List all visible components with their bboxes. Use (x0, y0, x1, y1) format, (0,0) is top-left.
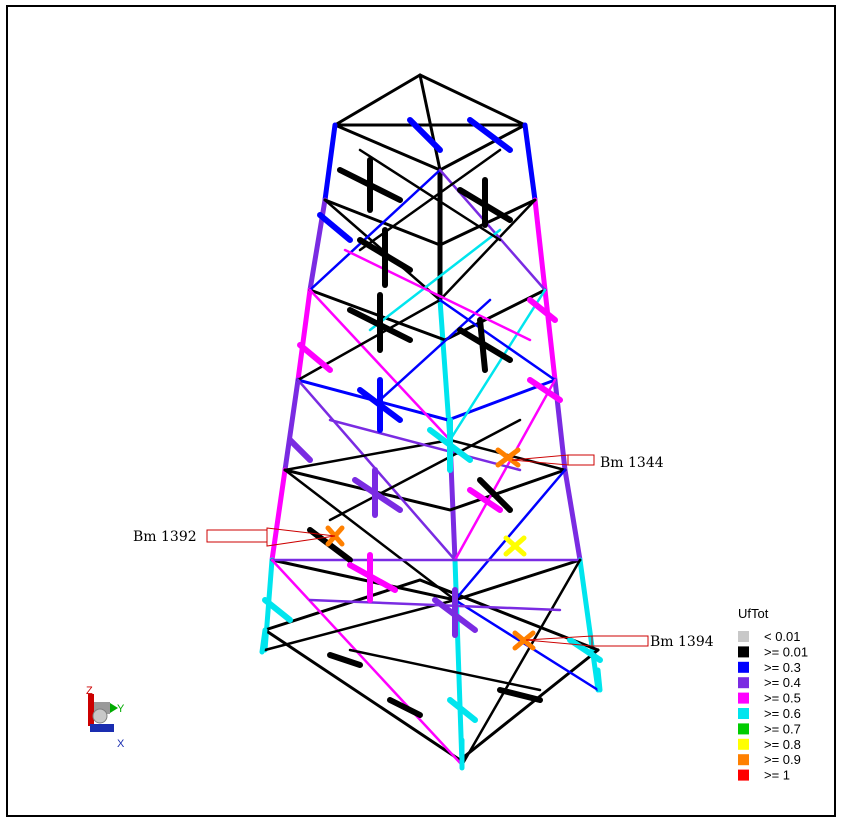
axis-y-label: Y (117, 703, 125, 715)
legend-label: >= 0.6 (764, 706, 801, 721)
axis-z-label: Z (86, 685, 93, 697)
legend-label: >= 0.3 (764, 660, 801, 675)
legend-swatch (738, 631, 749, 642)
legend-item: >= 0.7 (738, 721, 801, 736)
legend-label: >= 0.7 (764, 721, 801, 736)
legend-label: >= 1 (764, 768, 790, 783)
utilization-legend: UfTot < 0.01>= 0.01>= 0.3>= 0.4>= 0.5>= … (738, 606, 808, 783)
legend-label: >= 0.5 (764, 691, 801, 706)
top-deck (333, 73, 527, 172)
legend-item: < 0.01 (738, 629, 801, 644)
legend-label: >= 0.8 (764, 737, 801, 752)
callout-bm-1344: Bm 1344 (511, 454, 664, 471)
callout-label: Bm 1344 (600, 455, 664, 471)
legend-label: >= 0.4 (764, 675, 801, 690)
callout-label: Bm 1392 (133, 529, 197, 545)
axis-x-label: X (117, 738, 125, 750)
callout-bm-1392: Bm 1392 (133, 527, 336, 547)
legend-label: >= 0.01 (764, 644, 808, 659)
legend-item: >= 0.3 (738, 660, 801, 675)
legend-item: >= 0.4 (738, 675, 801, 690)
legend-label: >= 0.9 (764, 752, 801, 767)
horizontal-bracing (263, 198, 600, 762)
legend-item: >= 0.8 (738, 737, 801, 752)
legend-item: >= 0.01 (738, 644, 808, 659)
legend-swatch (738, 692, 749, 704)
node-clusters (262, 117, 603, 723)
legend-swatch (738, 754, 749, 766)
legend-swatch (738, 661, 749, 673)
legend-swatch (738, 723, 749, 735)
legend-swatch (738, 646, 749, 658)
pile-stubs (259, 627, 603, 771)
legend-swatch (738, 738, 749, 750)
legend-item: >= 0.5 (738, 691, 801, 706)
legend-item: >= 0.6 (738, 706, 801, 721)
drawing-frame (6, 5, 836, 817)
legend-swatch (738, 769, 749, 781)
callout-label: Bm 1394 (650, 634, 714, 650)
legs (262, 122, 601, 768)
jacket-structure (259, 73, 603, 771)
legend-swatch (738, 677, 749, 689)
legend-item: >= 1 (738, 768, 790, 783)
legend-label: < 0.01 (764, 629, 801, 644)
callout-bm-1394: Bm 1394 (525, 634, 714, 650)
legend-title: UfTot (738, 606, 769, 621)
legend-item: >= 0.9 (738, 752, 801, 767)
axis-triad-icon: Z Y X (86, 685, 125, 750)
legend-swatch (738, 708, 749, 719)
